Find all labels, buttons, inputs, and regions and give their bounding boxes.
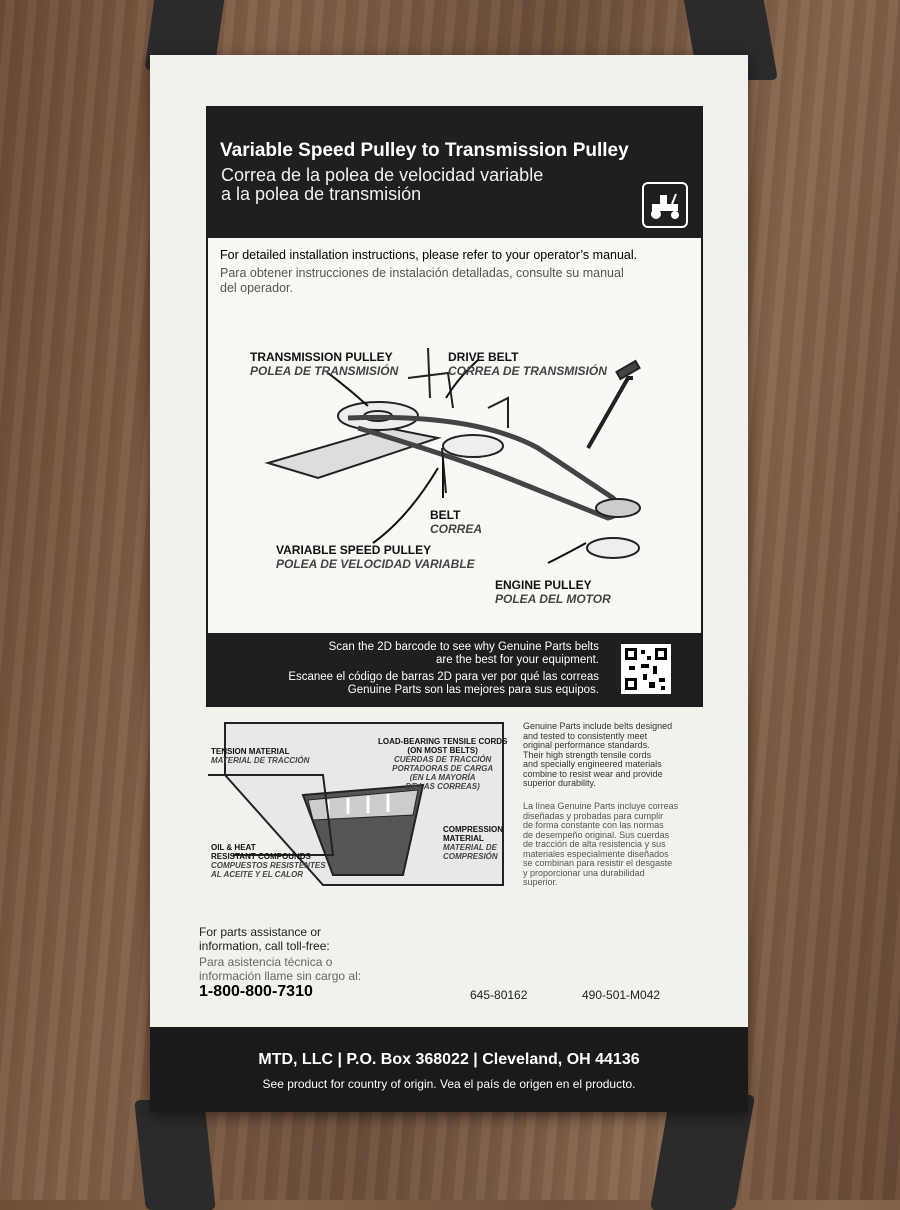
- label-tension-material: TENSION MATERIAL MATERIAL DE TRACCIÓN: [211, 747, 309, 765]
- footer-address: MTD, LLC | P.O. Box 368022 | Cleveland, …: [258, 1051, 640, 1068]
- subtitle-line-1: Correa de la polea de velocidad variable: [221, 165, 544, 185]
- info-panel: Variable Speed Pulley to Transmission Pu…: [206, 106, 703, 707]
- label-engine-pulley-en: ENGINE PULLEY: [495, 578, 592, 592]
- label-oil-heat: OIL & HEAT RESISTANT COMPOUNDS COMPUESTO…: [211, 843, 326, 879]
- label-cords-es-3: (EN LA MAYORÍA: [409, 773, 476, 782]
- label-comp-en-2: MATERIAL: [443, 834, 484, 843]
- label-oil-es-2: AL ACEITE Y EL CALOR: [211, 870, 304, 879]
- contact-es-2: información llame sin cargo al:: [199, 969, 362, 983]
- genuine-en-line: original performance standards.: [523, 740, 650, 750]
- genuine-es-line: de tracción de alta resistencia y sus: [523, 839, 666, 849]
- pulley-diagram-drawing: [264, 347, 641, 564]
- qr-text-en-1: Scan the 2D barcode to see why Genuine P…: [328, 641, 599, 653]
- genuine-es-line: materiales especialmente diseñados: [523, 848, 669, 859]
- belt-cross-section-drawing: [208, 722, 504, 886]
- qr-code[interactable]: [621, 644, 671, 694]
- genuine-es-line: de desempeño original. Sus cuerdas: [523, 829, 670, 840]
- instructions-es-2: del operador.: [220, 281, 293, 295]
- genuine-en-line: and tested to consistently meet: [523, 730, 648, 741]
- genuine-en-line: Their high strength tensile cords: [523, 749, 652, 760]
- label-comp-es-2: COMPRESIÓN: [443, 852, 498, 861]
- riding-mower-icon: [642, 182, 688, 228]
- genuine-en-line: superior durability.: [523, 778, 596, 788]
- phone-number[interactable]: 1-800-800-7310: [199, 983, 313, 1000]
- subtitle-line-2: a la polea de transmisión: [221, 184, 422, 204]
- genuine-es-line: de forma constante con las normas: [523, 820, 664, 830]
- footer-origin: See product for country of origin. Vea e…: [262, 1077, 636, 1091]
- instructions-en: For detailed installation instructions, …: [220, 248, 638, 262]
- genuine-es-line: diseñadas y probadas para cumplir: [523, 810, 664, 821]
- genuine-parts-text-en: Genuine Parts include belts designed and…: [523, 721, 703, 789]
- qr-text-en: Scan the 2D barcode to see why Genuine P…: [269, 641, 599, 667]
- page-subtitle: Correa de la polea de velocidad variable…: [221, 166, 601, 204]
- genuine-es-line: se combinan para resistir el desgaste: [523, 858, 673, 868]
- label-oil-en-1: OIL & HEAT: [211, 843, 256, 852]
- genuine-es-line: La línea Genuine Parts incluye correas: [523, 801, 679, 811]
- belt-bottom-left: [134, 1100, 216, 1210]
- label-cords-es-4: DE LAS CORREAS): [405, 782, 480, 791]
- pulley-diagram: TRANSMISSION PULLEY POLEA DE TRANSMISIÓN…: [208, 318, 701, 628]
- belt-cross-section-diagram: TENSION MATERIAL MATERIAL DE TRACCIÓN LO…: [203, 715, 513, 893]
- genuine-es-line: superior.: [523, 877, 558, 887]
- label-tension-es: MATERIAL DE TRACCIÓN: [211, 756, 310, 765]
- label-transmission-pulley: TRANSMISSION PULLEY POLEA DE TRANSMISIÓN: [250, 350, 398, 378]
- label-belt: BELT CORREA: [430, 508, 482, 536]
- form-number: 490-501-M042: [582, 988, 661, 1002]
- qr-text-es-2: Genuine Parts son las mejores para sus e…: [347, 684, 599, 696]
- label-engine-pulley-es: POLEA DEL MOTOR: [495, 592, 611, 606]
- label-cords-es-2: PORTADORAS DE CARGA: [392, 764, 494, 773]
- label-cords-en-2: (ON MOST BELTS): [407, 746, 478, 755]
- label-oil-es-1: COMPUESTOS RESISTENTES: [211, 861, 326, 870]
- footer-band: MTD, LLC | P.O. Box 368022 | Cleveland, …: [150, 1027, 748, 1112]
- label-drive-belt-en: DRIVE BELT: [448, 350, 519, 364]
- genuine-en-line: Genuine Parts include belts designed: [523, 721, 673, 731]
- label-drive-belt: DRIVE BELT CORREA DE TRANSMISIÓN: [448, 350, 607, 378]
- label-transmission-pulley-en: TRANSMISSION PULLEY: [250, 350, 393, 364]
- genuine-parts-text-es: La línea Genuine Parts incluye correas d…: [523, 801, 703, 888]
- label-belt-es: CORREA: [430, 522, 483, 536]
- label-comp-en-1: COMPRESSION: [443, 825, 504, 834]
- qr-band: Scan the 2D barcode to see why Genuine P…: [208, 633, 701, 705]
- qr-text-es-1: Escanee el código de barras 2D para ver …: [288, 671, 599, 683]
- genuine-en-line: combine to resist wear and provide: [523, 768, 663, 779]
- label-engine-pulley: ENGINE PULLEY POLEA DEL MOTOR: [495, 578, 611, 606]
- label-comp-es-1: MATERIAL DE: [443, 843, 497, 852]
- label-tensile-cords: LOAD-BEARING TENSILE CORDS (ON MOST BELT…: [378, 737, 507, 791]
- genuine-es-line: y proporcionar una durabilidad: [523, 867, 645, 878]
- label-variable-speed-pulley: VARIABLE SPEED PULLEY POLEA DE VELOCIDAD…: [276, 543, 475, 571]
- label-cords-es-1: CUERDAS DE TRACCIÓN: [394, 755, 492, 764]
- label-transmission-pulley-es: POLEA DE TRANSMISIÓN: [250, 364, 399, 378]
- label-drive-belt-es: CORREA DE TRANSMISIÓN: [448, 364, 607, 378]
- contact-en-1: For parts assistance or: [199, 925, 322, 939]
- panel-header: Variable Speed Pulley to Transmission Pu…: [208, 108, 701, 238]
- label-variable-speed-pulley-en: VARIABLE SPEED PULLEY: [276, 543, 432, 557]
- label-compression: COMPRESSION MATERIAL MATERIAL DE COMPRES…: [443, 825, 503, 861]
- label-tension-en: TENSION MATERIAL: [211, 747, 290, 756]
- genuine-en-line: and specially engineered materials: [523, 759, 662, 769]
- contact-es-1: Para asistencia técnica o: [199, 955, 333, 969]
- page-title: Variable Speed Pulley to Transmission Pu…: [220, 140, 629, 161]
- label-variable-speed-pulley-es: POLEA DE VELOCIDAD VARIABLE: [276, 557, 475, 571]
- label-cords-en-1: LOAD-BEARING TENSILE CORDS: [378, 737, 508, 746]
- label-belt-en: BELT: [430, 508, 461, 522]
- contact-en-2: information, call toll-free:: [199, 939, 330, 953]
- qr-text-es: Escanee el código de barras 2D para ver …: [269, 671, 599, 697]
- label-oil-en-2: RESISTANT COMPOUNDS: [211, 852, 311, 861]
- part-number: 645-80162: [470, 988, 528, 1002]
- qr-text-en-2: are the best for your equipment.: [435, 654, 599, 666]
- instructions-es-1: Para obtener instrucciones de instalació…: [220, 266, 624, 280]
